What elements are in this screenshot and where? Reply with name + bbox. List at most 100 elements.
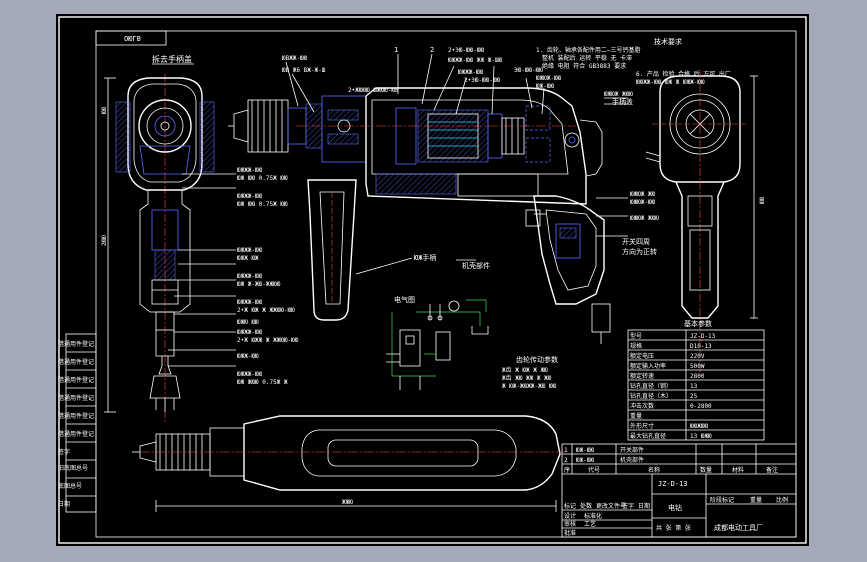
corner-code: ОЮГВ <box>124 35 141 43</box>
leader-top-6: ЮЖЖЖ-ЮЮ ЖЖ Ж-ШЮ <box>448 57 503 64</box>
param-val-9: ЮЮЖЮЮ <box>690 423 708 430</box>
gear-param-3: Ж ЮЖ-ЖЮЖЖ-ЖЮ ЮЮ <box>502 383 557 390</box>
tech-req-1: 1. 齿轮、轴承各配件用二—三号钙基脂 <box>536 46 640 54</box>
electric-diagram: 电气图 <box>386 295 489 390</box>
leader-left-10: 2•Ж ЮЖ Ж ЖЖЮЮ-ЮЮ <box>237 307 295 314</box>
drawing-number: JZ-D-13 <box>658 480 688 488</box>
leader-left-16: ЮЖ ЖЮЮ 0.75Ж Ж <box>237 379 288 386</box>
rev-label-2: 处数 <box>580 502 592 510</box>
tech-req-3: 绝缘 电阻 符合 GB3883 要求 <box>542 62 626 70</box>
left-column-table: 借通用件登记 借通用件登记 借通用件登记 借通用件登记 借通用件登记 借通用件登… <box>58 333 97 513</box>
left-col-10: 日期 <box>58 500 70 508</box>
gear-param-1: Ж齿 Ж ЮЖ Ж ЖЮ <box>502 366 548 374</box>
param-val-4: 2800 <box>690 373 705 380</box>
leader-top-7: ЮЖЖЖ-ЮЮ <box>458 69 484 76</box>
leader-top-8: 2•ЭЮ-ЮЮ-ЮЮ <box>464 77 501 84</box>
param-val-0: JZ-D-13 <box>690 333 716 340</box>
tech-req-2: 整机 装配后 运转 平稳 无 卡滞 <box>542 54 632 62</box>
left-view-title: 拆去手柄盖 <box>152 54 192 64</box>
bottom-plan-view: ЖЖЮ <box>132 415 566 512</box>
gear-params: 齿轮传动参数 Ж齿 Ж ЮЖ Ж ЖЮ Ж齿 ЖЮ ЖЖ Ж ЖЮ Ж ЮЖ-Ж… <box>502 355 558 390</box>
left-col-3: 借通用件登记 <box>58 376 94 384</box>
scale-label: 阶段标记 <box>710 496 734 504</box>
bom-h-2: 代号 <box>588 466 600 474</box>
leader-right-1: ЮЖЮЖ ЖЮЮ <box>604 91 633 98</box>
product-name: 电钻 <box>668 503 682 512</box>
leader-left-9: ЮЖЖЖ-ЮЮ <box>237 299 263 306</box>
company-name: 成都电动工具厂 <box>714 523 763 532</box>
leader-top-2: ЮВ Ж6 ВЖ-Ж-Ш <box>282 67 326 74</box>
param-key-4: 额定转速 <box>630 372 654 380</box>
leader-left-15: ЮЖЖЖ-ЮЮ <box>237 371 263 378</box>
electric-title: 电气图 <box>394 295 415 304</box>
param-val-6: 25 <box>690 393 698 400</box>
param-key-9: 外形尺寸 <box>630 422 654 430</box>
bom-r2-c1: 2 <box>564 457 568 464</box>
title-block: 1 ЮЖ-ЮЮ 开关部件 2 ЮЖ-ЮЮ 机壳部件 序 代号 名称 数量 材料 … <box>561 443 797 538</box>
param-val-2: 220V <box>690 353 705 360</box>
bom-r1-c2: ЮЖ-ЮЮ <box>576 447 594 454</box>
param-key-7: 冲击次数 <box>630 402 654 410</box>
drawing-frame <box>95 30 797 538</box>
bom-h-5: 材料 <box>732 466 744 474</box>
right-leaders: ЮЖЮЖ ЖЮЮ 手柄盖 ЮЖЮЖ ЖЮ ЮЖЮЖ-ЮЮ ЮЖЮЖ ЖЮЮ 开关… <box>596 91 659 256</box>
leader-left-12: ЮЖЖЖ-ЮЮ <box>237 329 263 336</box>
leader-left-4: ЮЖ ЮЮ 0.75Ж ЮЮ <box>237 201 288 208</box>
bom-h-3: 名称 <box>648 466 660 474</box>
left-col-9: 签字 <box>58 448 70 456</box>
param-key-8: 重量 <box>630 412 642 420</box>
role-3: 审核 <box>564 520 576 528</box>
drawing-svg: ОЮГВ 拆去手柄盖 2ЮЮ ЮЮ <box>58 16 807 544</box>
leader-left-3: ЮЖЖЖ-ЮЮ <box>237 193 263 200</box>
leader-left-7: ЮЖЖЖ-ЮЮ <box>237 273 263 280</box>
leader-left-6: ЮЖЖ ЮЖ <box>237 255 259 262</box>
param-key-0: 型号 <box>630 332 642 340</box>
param-val-10: 13 ЮЖЮ <box>690 433 712 440</box>
bom-r2-c3: 机壳部件 <box>620 456 644 464</box>
leader-top-4: 2 <box>430 46 434 54</box>
leader-top-5: 2•ЭЮ-ЮЮ-ЮЮ <box>448 47 485 54</box>
leader-left-1: ЮЖЖЖ-ЮЮ <box>237 167 263 174</box>
leader-top-9: ЭЮ-ЮЮ-ЮЮ <box>514 67 543 74</box>
dim-bottom-length: ЖЖЮ <box>342 499 353 506</box>
leader-top-12: 2•ЖЮЮЮ ШЖЮЮ-ЮВ <box>348 87 399 94</box>
sheet-border <box>58 16 807 544</box>
param-val-3: 500W <box>690 363 705 370</box>
bom-r1-c1: 1 <box>564 447 568 454</box>
leader-left-8: ЮЖ Ж-ЖЮ-ЖЖЮЮ <box>237 281 281 288</box>
tech-requirements: 技术要求 1. 齿轮、轴承各配件用二—三号钙基脂 整机 装配后 运转 平稳 无 … <box>536 37 731 86</box>
param-key-1: 规格 <box>630 342 642 350</box>
drawing-sheet[interactable]: ОЮГВ 拆去手柄盖 2ЮЮ ЮЮ <box>56 14 809 546</box>
left-col-8: 底图总号 <box>58 482 82 490</box>
gear-param-2: Ж齿 ЖЮ ЖЖ Ж ЖЮ <box>502 374 552 382</box>
corner-code-box <box>95 30 167 46</box>
leader-right-3: ЮЖЮЖ ЖЮ <box>630 191 656 198</box>
left-col-2: 借通用件登记 <box>58 358 94 366</box>
leader-right-6: 开关四周 <box>622 237 650 246</box>
gear-title: 齿轮传动参数 <box>516 355 558 364</box>
leader-left-2: ЮЖ ЮЮ 0.75Ж ЮЮ <box>237 175 288 182</box>
leader-left-5: ЮЖЖЖ-ЮЮ <box>237 247 263 254</box>
leader-top-1: ЮВЖЖ-ЮЮ <box>282 55 308 62</box>
role-5: 批准 <box>564 529 576 537</box>
leader-left-13: 2•Ж ЮЖЖ Ж ЖЖЮЮ-ЮЮ <box>237 337 299 344</box>
rev-label-3: 更改文件号 <box>596 502 626 510</box>
dim-left-top: ЮЮ <box>101 106 108 114</box>
role-2: 标准化 <box>584 512 602 520</box>
main-section-view <box>228 87 611 344</box>
param-key-6: 钻孔直径（木） <box>630 392 672 400</box>
sheet-label: 共 张 第 张 <box>656 524 691 532</box>
leader-top-11: ЮЖ-ЮЮ <box>536 83 554 90</box>
role-1: 设计 <box>564 512 576 520</box>
bom-h-4: 数量 <box>700 466 712 474</box>
bom-r2-c2: ЮЖ-ЮЮ <box>576 457 594 464</box>
left-view: 拆去手柄盖 2ЮЮ ЮЮ <box>101 54 215 424</box>
leader-right-5: ЮЖЮЖ ЖЮЮ <box>630 215 659 222</box>
leader-left-11: ЮЖЮ ЮЮ <box>237 319 259 326</box>
param-key-2: 额定电压 <box>630 352 654 360</box>
left-col-1: 借通用件登记 <box>58 340 94 348</box>
param-val-5: 13 <box>690 383 698 390</box>
tech-req-5: ЮЮЖЖ-ЮЮ ЮЖ Ж ЮЖЖ-ЮЮ <box>636 79 705 86</box>
bom-r1-c3: 开关部件 <box>620 446 644 454</box>
leader-right-7: 方向为正转 <box>622 247 657 256</box>
